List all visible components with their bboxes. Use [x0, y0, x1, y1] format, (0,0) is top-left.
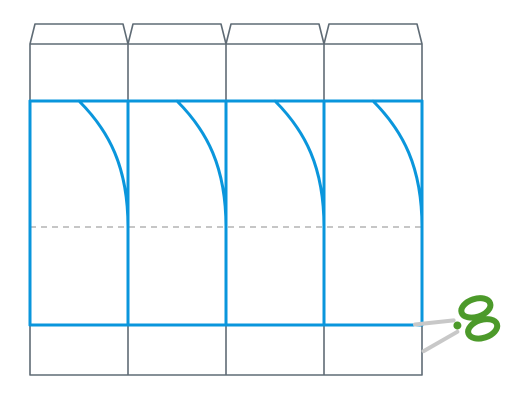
top-flap — [323, 23, 423, 45]
curved-cut — [273, 99, 326, 229]
scissor-handle — [465, 316, 501, 342]
top-flap — [225, 23, 325, 45]
cut-guide — [28, 99, 424, 327]
curved-cut — [371, 99, 424, 229]
scissor-pivot — [453, 321, 462, 330]
curved-cut — [175, 99, 228, 229]
top-flap — [127, 23, 227, 45]
scissor-blade — [413, 318, 456, 327]
top-flap — [29, 23, 129, 45]
scissor-blade — [421, 329, 460, 354]
curved-cut — [77, 99, 130, 229]
scissors-icon — [413, 295, 501, 354]
scissor-handle — [458, 295, 494, 321]
